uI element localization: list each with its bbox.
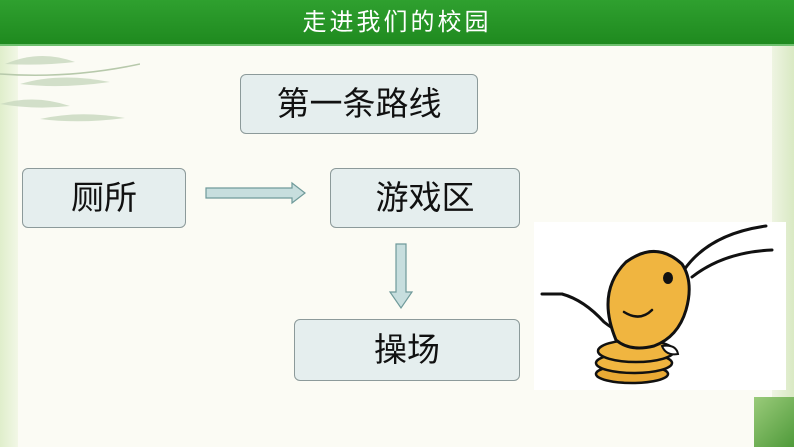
cartoon-shrimp-mascot-icon — [540, 224, 774, 385]
mascot-panel — [534, 222, 786, 390]
page-title: 走进我们的校园 — [302, 8, 492, 36]
route-title-box: 第一条路线 — [240, 74, 478, 134]
left-decor-strip — [0, 46, 18, 447]
node-playground-label: 操场 — [374, 330, 440, 369]
bamboo-leaves-icon — [0, 55, 140, 122]
node-toilet-label: 厕所 — [71, 178, 137, 217]
node-playground: 操场 — [294, 319, 520, 381]
down-arrow-icon — [388, 243, 414, 310]
right-arrow-icon — [205, 181, 306, 205]
node-play-area: 游戏区 — [330, 168, 520, 228]
title-bar: 走进我们的校园 — [0, 0, 794, 46]
node-play-area-label: 游戏区 — [375, 178, 475, 217]
node-toilet: 厕所 — [22, 168, 186, 228]
route-title-label: 第一条路线 — [276, 84, 442, 123]
corner-decor — [754, 397, 794, 447]
